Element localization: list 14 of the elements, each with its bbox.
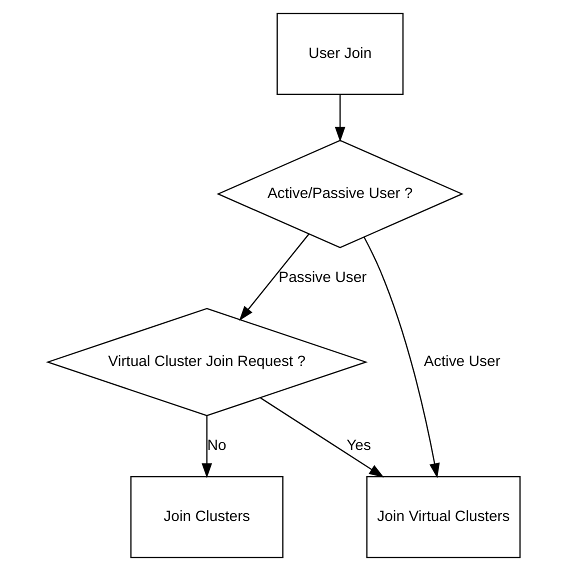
node-box: Join Virtual Clusters <box>366 476 520 558</box>
arrow <box>238 234 309 321</box>
node-diamond: Active/Passive User ? <box>216 140 464 248</box>
node-box: Join Clusters <box>130 476 283 558</box>
arrow <box>260 397 384 478</box>
edge-label: Passive User <box>278 268 366 286</box>
edge-label: No <box>206 436 226 454</box>
node-diamond: Virtual Cluster Join Request ? <box>45 308 368 416</box>
arrow <box>201 416 212 478</box>
edge-label: Active User <box>423 352 500 370</box>
arrow <box>334 94 345 142</box>
node-box: User Join <box>276 12 404 95</box>
edge-label: Yes <box>346 436 370 454</box>
arrow <box>363 236 440 478</box>
